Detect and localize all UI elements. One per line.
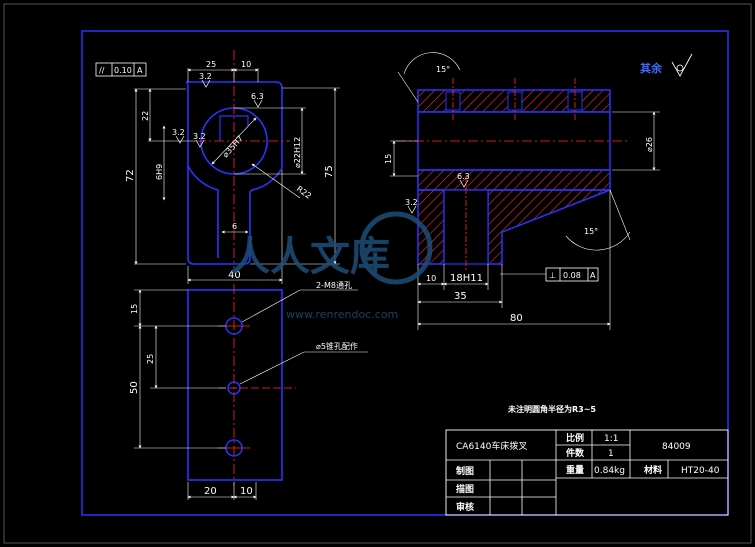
dim-bottom-total: 50 xyxy=(129,381,140,394)
dim-bottom-right: 10 xyxy=(240,486,253,497)
angle-top: 15° xyxy=(436,65,450,74)
drawing-frame xyxy=(81,30,729,516)
dim-bottom-width: 20 xyxy=(204,486,217,497)
parallelism-value: 0.10 xyxy=(114,66,132,75)
dim-10: 10 xyxy=(426,274,436,283)
general-note: 未注明圆角半径为R3~5 xyxy=(507,404,596,414)
title-block: CA6140车床拨叉 比例 1:1 84009 件数 1 制图 重量 0.84k… xyxy=(445,429,729,516)
dim-fit: 18H11 xyxy=(450,273,483,284)
svg-text:3.2: 3.2 xyxy=(193,132,206,141)
svg-text:3.2: 3.2 xyxy=(172,128,185,137)
tb-qty-value: 1 xyxy=(608,449,614,459)
fork-left-arm xyxy=(187,165,219,258)
section-view: 15° 15° ⌀26 15 10 18H11 35 80 xyxy=(384,52,693,330)
dim-35: 35 xyxy=(454,291,467,302)
dim-slot: 6 xyxy=(232,222,237,231)
section-roughness-1: 3.2 xyxy=(405,198,418,214)
dim-left-small: 22 xyxy=(141,111,150,121)
svg-text:3.2: 3.2 xyxy=(405,198,418,207)
angle-bottom: 15° xyxy=(584,227,598,236)
roughness-note: 其余 xyxy=(640,53,693,77)
dim-bottom-top: 15 xyxy=(130,304,139,314)
svg-text:3.2: 3.2 xyxy=(199,72,212,81)
svg-text:6.3: 6.3 xyxy=(251,92,264,101)
roughness-mark-inner: 3.2 xyxy=(193,132,206,148)
callout-pins: ⌀5锥孔配作 xyxy=(316,341,358,351)
tb-weight-label: 重量 xyxy=(566,464,584,476)
roughness-mark-top: 3.2 xyxy=(199,72,212,88)
outer-frame xyxy=(3,3,752,544)
dim-right-bore: ⌀22H12 xyxy=(293,137,302,168)
watermark: 人人文库 www.renrendoc.com xyxy=(230,211,433,321)
dim-radius: R22 xyxy=(295,184,313,200)
tb-part-name: CA6140车床拨叉 xyxy=(456,440,527,452)
bottom-view-body xyxy=(187,289,283,481)
tb-material-value: HT20-40 xyxy=(681,466,720,476)
dim-left-mid: 6H9 xyxy=(155,164,164,180)
dim-top-right: 10 xyxy=(241,60,251,69)
perp-symbol: ⊥ xyxy=(549,271,556,280)
tb-scale-label: 比例 xyxy=(566,432,584,444)
fork-outline xyxy=(185,81,283,265)
dim-bottom-mid: 25 xyxy=(146,354,155,364)
callout-threaded: 2-M8通孔 xyxy=(316,280,352,290)
tb-material-label: 材料 xyxy=(643,464,662,476)
parallelism-symbol: // xyxy=(99,66,105,75)
perp-datum: A xyxy=(590,271,596,280)
perp-value: 0.08 xyxy=(563,271,581,280)
dim-dia-right: ⌀26 xyxy=(645,137,654,152)
dim-right-total: 75 xyxy=(324,165,335,178)
parallelism-frame: // 0.10 A xyxy=(95,62,147,77)
tb-scale-value: 1:1 xyxy=(604,434,618,444)
tb-drawn-label: 制图 xyxy=(456,465,474,477)
svg-text:人人文库: 人人文库 xyxy=(230,234,390,280)
section-roughness-2: 6.3 xyxy=(457,172,470,188)
bottom-view: 2-M8通孔 ⌀5锥孔配作 15 50 25 20 10 xyxy=(129,280,368,500)
dim-inner-bore: ⌀35H7 xyxy=(221,134,245,159)
dim-left-height: 15 xyxy=(384,154,393,164)
perpendicularity-frame: ⊥ 0.08 A xyxy=(500,267,599,282)
dim-left-total: 72 xyxy=(125,169,136,182)
dim-80: 80 xyxy=(510,313,523,324)
tb-check-label: 审核 xyxy=(456,501,474,513)
svg-text:6.3: 6.3 xyxy=(457,172,470,181)
tb-qty-label: 件数 xyxy=(566,447,585,459)
roughness-mark-bore: 6.3 xyxy=(251,92,264,108)
parallelism-datum: A xyxy=(137,66,143,75)
tb-weight-value: 0.84kg xyxy=(594,466,625,476)
roughness-mark-left: 3.2 xyxy=(172,128,185,144)
svg-text:www.renrendoc.com: www.renrendoc.com xyxy=(286,308,398,321)
tb-drawing-no: 84009 xyxy=(662,442,691,452)
svg-text:其余: 其余 xyxy=(640,61,663,75)
tb-design-label: 描图 xyxy=(456,483,474,495)
dim-bottom-width: 40 xyxy=(228,270,241,281)
top-view: // 0.10 A 25 10 72 22 6H9 xyxy=(95,50,340,284)
dim-top-left: 25 xyxy=(206,60,216,69)
section-lower-band xyxy=(417,169,611,191)
